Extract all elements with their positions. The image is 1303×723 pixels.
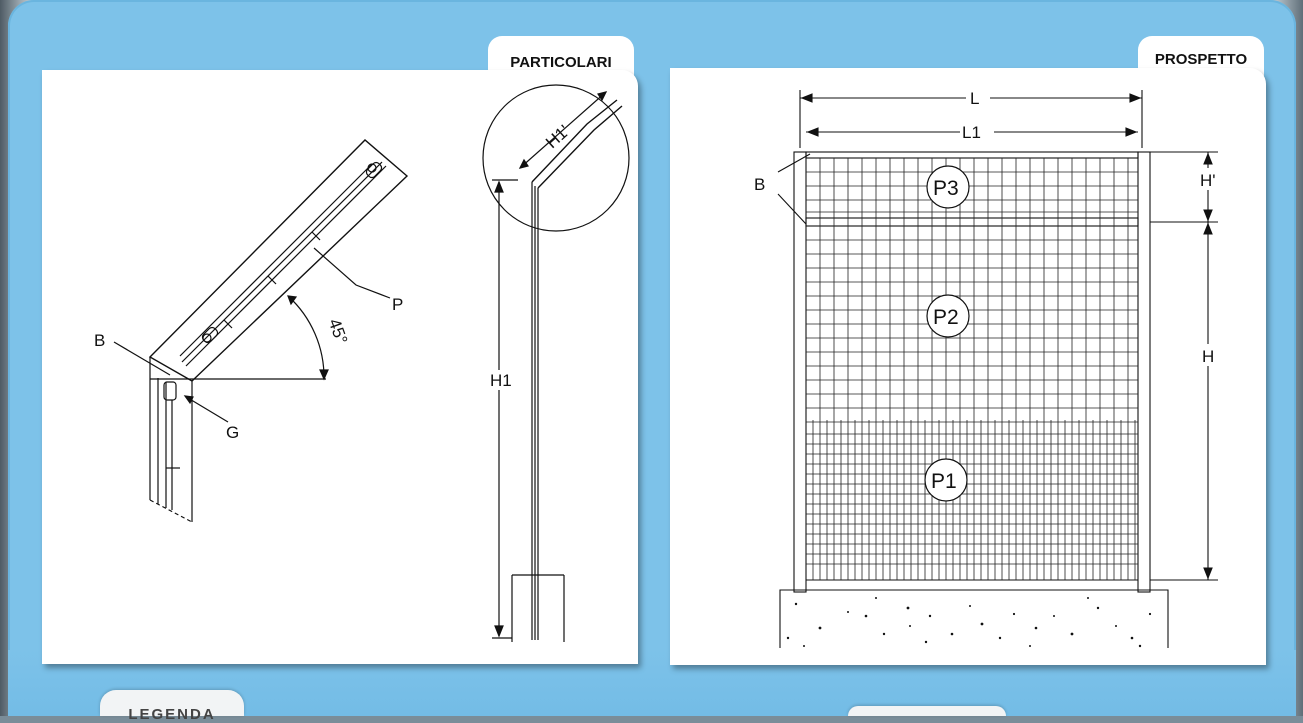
detail-circle xyxy=(482,84,630,232)
tab-legenda[interactable]: LEGENDA xyxy=(100,690,244,723)
tab-particolari[interactable]: PARTICOLARI xyxy=(488,36,634,76)
panel-prospetto: L L1 B H' H P3 P2 P1 xyxy=(670,68,1266,665)
tab-legenda-label: LEGENDA xyxy=(128,706,216,723)
label-angle: 45° xyxy=(325,316,352,347)
leader-b-mid xyxy=(777,193,807,225)
label-l1: L1 xyxy=(962,123,981,142)
label-p: P xyxy=(392,295,403,314)
label-p3: P3 xyxy=(933,177,959,200)
leader-b-top xyxy=(777,153,811,173)
tab-secondary-label xyxy=(848,706,1006,722)
mesh-grid xyxy=(806,158,1138,580)
ground-texture xyxy=(786,597,1152,648)
leader-b xyxy=(113,341,171,376)
angle-arc xyxy=(287,295,325,380)
leader-p xyxy=(313,247,391,299)
label-h1-prime: H1' xyxy=(542,121,573,152)
post-right xyxy=(1137,151,1151,593)
label-p2: P2 xyxy=(933,306,959,329)
label-g: G xyxy=(226,423,239,442)
tab-prospetto-label: PROSPETTO xyxy=(1154,51,1248,68)
tab-secondary[interactable] xyxy=(848,706,1006,716)
vertical-post-section xyxy=(149,357,193,523)
label-l: L xyxy=(970,89,979,108)
tab-particolari-label: PARTICOLARI xyxy=(510,54,612,71)
leader-g xyxy=(187,397,229,423)
tall-post xyxy=(511,182,565,642)
label-b: B xyxy=(94,331,105,350)
label-h-prime: H' xyxy=(1200,171,1216,190)
label-p1: P1 xyxy=(931,470,957,493)
angled-arm xyxy=(148,139,409,382)
post-left xyxy=(793,151,807,593)
panel-particolari: B G P 45° H1 H1' xyxy=(42,70,638,664)
label-b: B xyxy=(754,175,765,194)
label-h: H xyxy=(1202,347,1214,366)
label-h1: H1 xyxy=(490,371,512,390)
elevation-drawing: L L1 B H' H P3 P2 P1 xyxy=(754,88,1220,648)
ground-slab xyxy=(779,589,1169,648)
detail-drawing: B G P 45° H1 H1' xyxy=(94,84,630,642)
